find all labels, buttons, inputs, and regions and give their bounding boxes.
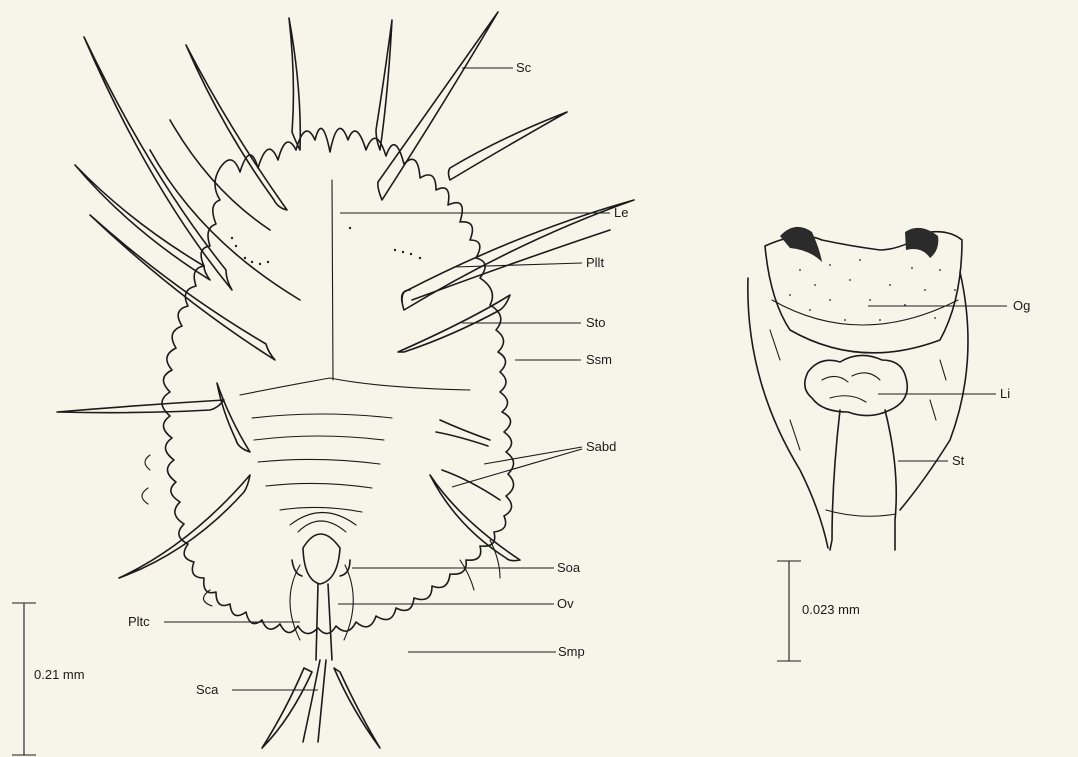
label-smp: Smp [558,644,585,659]
label-li: Li [1000,386,1010,401]
scale-label-left: 0.21 mm [34,667,85,682]
leader-lines-left [164,68,610,690]
label-sc: Sc [516,60,532,75]
label-og: Og [1013,298,1030,313]
label-ssm: Ssm [586,352,612,367]
label-soa: Soa [557,560,581,575]
specimen-detail [748,227,968,550]
body-outline [162,128,514,633]
label-sabd: Sabd [586,439,616,454]
scale-bar-right: 0.023 mm [777,561,860,661]
scale-label-right: 0.023 mm [802,602,860,617]
label-ov: Ov [557,596,574,611]
dorsal-dots [231,227,421,265]
label-sca: Sca [196,682,219,697]
specimen-whole-mount [57,12,634,748]
long-spines [57,12,634,578]
scale-bar-left: 0.21 mm [12,603,85,755]
label-pllt: Pllt [586,255,604,270]
label-sto: Sto [586,315,606,330]
leader-lines-right [868,306,1007,461]
label-st: St [952,453,965,468]
label-pltc: Pltc [128,614,150,629]
label-le: Le [614,205,628,220]
